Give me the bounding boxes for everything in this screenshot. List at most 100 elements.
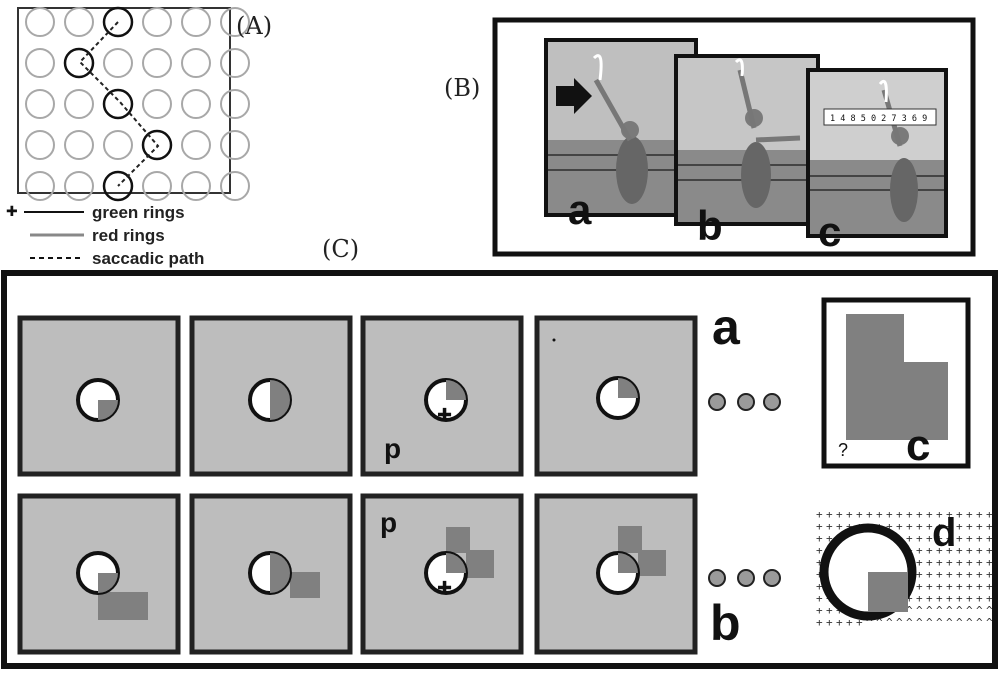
texture-mark: + <box>956 580 963 593</box>
ring-grid <box>25 6 250 202</box>
distractor-ring <box>220 171 250 201</box>
distractor-ring <box>103 130 133 160</box>
texture-mark: + <box>986 508 993 521</box>
texture-mark: + <box>946 532 953 545</box>
texture-mark: + <box>906 520 913 533</box>
marker-p-row-a: p <box>384 433 401 464</box>
panel-a-legend: ✚ green rings red rings saccadic path <box>6 203 204 268</box>
texture-mark: + <box>956 544 963 557</box>
texture-mark: + <box>946 520 953 533</box>
texture-mark: + <box>986 556 993 569</box>
texture-mark: + <box>966 508 973 521</box>
texture-mark: + <box>926 568 933 581</box>
texture-mark: + <box>886 508 893 521</box>
texture-mark: + <box>916 580 923 593</box>
texture-mark: + <box>916 556 923 569</box>
stimulus-b2 <box>189 493 353 655</box>
texture-mark: + <box>976 568 983 581</box>
red-rings-legend-item: red rings <box>30 226 165 245</box>
frame-label-b: b <box>697 202 723 249</box>
texture-mark: + <box>986 544 993 557</box>
distractor-ring <box>142 48 172 78</box>
stimulus-a3: ✚ p <box>360 315 524 477</box>
target-ring <box>102 170 134 202</box>
stimulus-b1 <box>17 493 181 655</box>
texture-mark: + <box>956 568 963 581</box>
texture-mark: + <box>866 508 873 521</box>
red-rings-legend-label: red rings <box>92 226 165 245</box>
texture-mark: + <box>816 568 823 581</box>
distractor-ring <box>64 130 94 160</box>
saccadic-path-legend-item: saccadic path <box>30 249 204 268</box>
texture-mark: + <box>986 580 993 593</box>
distractor-ring <box>103 48 133 78</box>
texture-mark: + <box>986 592 993 605</box>
texture-mark: + <box>836 616 843 629</box>
stimulus-b4 <box>534 493 698 655</box>
texture-mark: + <box>886 520 893 533</box>
texture-mark: + <box>936 556 943 569</box>
texture-mark: + <box>816 520 823 533</box>
texture-mark: + <box>966 544 973 557</box>
texture-mark: + <box>916 592 923 605</box>
texture-mark: + <box>906 592 913 605</box>
ellipsis-dots-row-a <box>708 393 781 411</box>
texture-mark: + <box>836 520 843 533</box>
panel-b: (B) <box>444 17 976 257</box>
texture-mark: + <box>846 508 853 521</box>
quadrant-square <box>868 572 908 612</box>
texture-mark: ^ <box>866 616 873 629</box>
stimulus-row-b: ✚ p b <box>17 493 781 655</box>
texture-mark: + <box>926 592 933 605</box>
texture-mark: + <box>856 616 863 629</box>
texture-mark: ^ <box>906 616 913 629</box>
texture-mark: + <box>876 508 883 521</box>
distractor-ring <box>220 7 250 37</box>
texture-mark: + <box>936 592 943 605</box>
inset-c: ? c <box>821 297 971 470</box>
texture-mark: + <box>816 604 823 617</box>
green-rings-legend-item: ✚ green rings <box>6 203 185 222</box>
distractor-ring <box>25 89 55 119</box>
texture-mark: + <box>926 520 933 533</box>
texture-mark: + <box>916 532 923 545</box>
dancer-figure-a <box>616 136 648 204</box>
ellipsis-dots-row-b <box>708 569 781 587</box>
distractor-ring <box>181 48 211 78</box>
distractor-ring <box>25 130 55 160</box>
stimulus-row-a: ✚ p a <box>17 299 781 477</box>
texture-mark: + <box>826 508 833 521</box>
texture-mark: + <box>926 556 933 569</box>
texture-mark: + <box>816 508 823 521</box>
panel-b-label: (B) <box>444 74 480 102</box>
texture-mark: + <box>976 532 983 545</box>
texture-mark: + <box>916 568 923 581</box>
texture-mark: ^ <box>956 604 963 617</box>
texture-mark: + <box>896 508 903 521</box>
target-ring <box>102 88 134 120</box>
texture-mark: ^ <box>936 616 943 629</box>
texture-mark: + <box>936 568 943 581</box>
texture-mark: + <box>826 520 833 533</box>
texture-mark: ^ <box>956 616 963 629</box>
distractor-ring <box>25 48 55 78</box>
texture-mark: + <box>946 508 953 521</box>
texture-mark: + <box>976 508 983 521</box>
texture-mark: + <box>966 592 973 605</box>
video-frame-b <box>674 54 820 226</box>
texture-mark: + <box>816 532 823 545</box>
texture-mark: + <box>926 508 933 521</box>
texture-mark: ^ <box>936 604 943 617</box>
video-frame-c: 1 4 8 5 0 2 7 3 6 9 <box>806 68 948 238</box>
fixation-cross-icon: ✚ <box>437 405 452 426</box>
texture-mark: + <box>846 616 853 629</box>
distractor-ring <box>220 130 250 160</box>
texture-mark: + <box>816 592 823 605</box>
distractor-ring <box>25 7 55 37</box>
texture-mark: + <box>826 604 833 617</box>
texture-mark: + <box>906 532 913 545</box>
inset-c-label: c <box>906 421 930 470</box>
texture-mark: + <box>986 520 993 533</box>
texture-mark: ^ <box>876 616 883 629</box>
texture-mark: + <box>846 520 853 533</box>
